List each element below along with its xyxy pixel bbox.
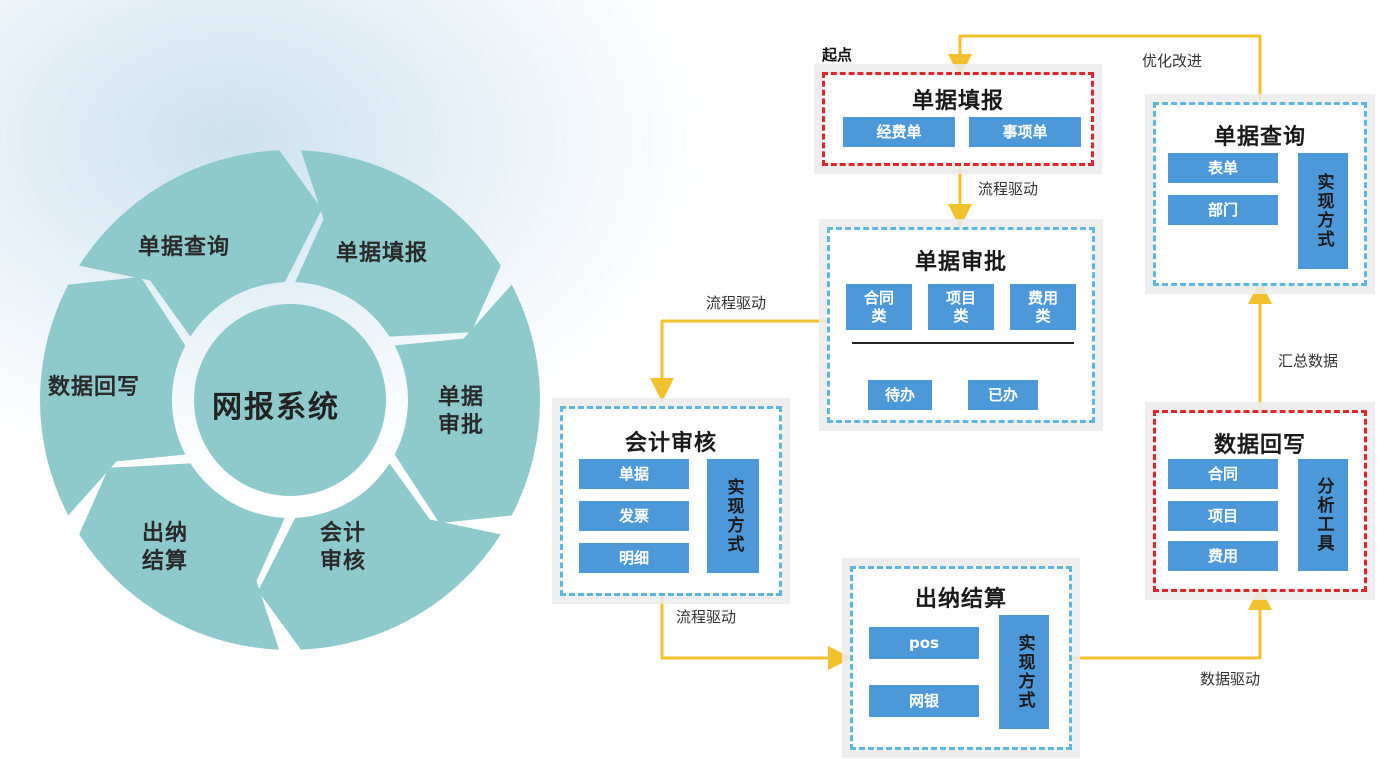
chip-approve-cost: 费用 类 (1010, 284, 1076, 330)
edge-label-settle-to-writeback: 数据驱动 (1200, 670, 1261, 688)
chip-audit-invoice: 发票 (579, 501, 689, 531)
box-approve: 单据审批 合同 类 项目 类 费用 类 待办 已办 (827, 227, 1095, 423)
chip-settle-pos: pos (869, 627, 979, 659)
chip-writeback-project: 项目 (1168, 501, 1278, 531)
arrow-audit-to-settle (660, 594, 852, 670)
edge-label-optimize: 优化改进 (1142, 52, 1203, 70)
box-fill: 单据填报 经费单 事项单 (822, 72, 1094, 166)
chip-approve-project: 项目 类 (928, 284, 994, 330)
chip-approve-todo: 待办 (868, 380, 932, 410)
start-label: 起点 (822, 46, 853, 64)
chip-fill-expense: 经费单 (843, 117, 955, 147)
edge-label-writeback-to-query: 汇总数据 (1278, 352, 1339, 370)
edge-label-approve-to-audit: 流程驱动 (706, 294, 767, 312)
wheel-segment-settle-label: 出纳 结算 (142, 521, 189, 574)
box-fill-title: 单据填报 (911, 89, 1004, 114)
chip-audit-document: 单据 (579, 459, 689, 489)
box-settle-title: 出纳结算 (914, 587, 1007, 612)
box-approve-title: 单据审批 (914, 250, 1007, 275)
chip-approve-contract: 合同 类 (846, 284, 912, 330)
edge-label-fill-to-approve: 流程驱动 (978, 180, 1039, 198)
chip-query-department: 部门 (1168, 195, 1278, 225)
wheel-segment-query (79, 150, 322, 337)
wheel-segment-approve (394, 284, 540, 524)
wheel-segment-audit (258, 463, 501, 650)
box-query-title: 单据查询 (1213, 125, 1306, 150)
chip-approve-done: 已办 (968, 380, 1038, 410)
chip-writeback-tool: 分析工具 (1298, 459, 1348, 571)
chip-fill-matter: 事项单 (969, 117, 1081, 147)
wheel-segment-settle (79, 463, 285, 650)
wheel-segment-audit-label: 会计 审核 (320, 521, 367, 574)
box-settle: 出纳结算 pos 网银 实现方式 (850, 566, 1072, 750)
wheel-segment-fill-label: 单据填报 (336, 241, 429, 266)
wheel-segment-writeback (39, 276, 186, 516)
wheel-segment-query-label: 单据查询 (138, 235, 231, 260)
box-query: 单据查询 表单 部门 实现方式 (1153, 102, 1367, 286)
chip-audit-method: 实现方式 (707, 459, 759, 573)
approve-divider (852, 342, 1074, 344)
arrow-approve-to-audit (650, 319, 827, 402)
chip-writeback-cost: 费用 (1168, 541, 1278, 571)
box-writeback-title: 数据回写 (1213, 433, 1306, 458)
edge-label-audit-to-settle: 流程驱动 (676, 608, 737, 626)
box-audit: 会计审核 单据 发票 明细 实现方式 (560, 406, 782, 596)
chip-query-form: 表单 (1168, 153, 1278, 183)
chip-settle-online-bank: 网银 (869, 685, 979, 717)
wheel-center-label: 网报系统 (212, 390, 340, 425)
chip-query-method: 实现方式 (1298, 153, 1348, 269)
box-writeback: 数据回写 合同 项目 费用 分析工具 (1153, 410, 1367, 592)
wheel-hub (194, 304, 386, 496)
wheel-segment-fill (295, 150, 501, 337)
chip-settle-method: 实现方式 (999, 615, 1049, 729)
box-audit-title: 会计审核 (624, 431, 717, 456)
chip-writeback-contract: 合同 (1168, 459, 1278, 489)
arrow-optimize (948, 34, 1262, 100)
chip-audit-detail: 明细 (579, 543, 689, 573)
wheel-segment-writeback-label: 数据回写 (48, 375, 141, 400)
wheel-segment-approve-label: 单据 审批 (438, 385, 485, 438)
arrow-settle-to-writeback (1072, 586, 1272, 660)
